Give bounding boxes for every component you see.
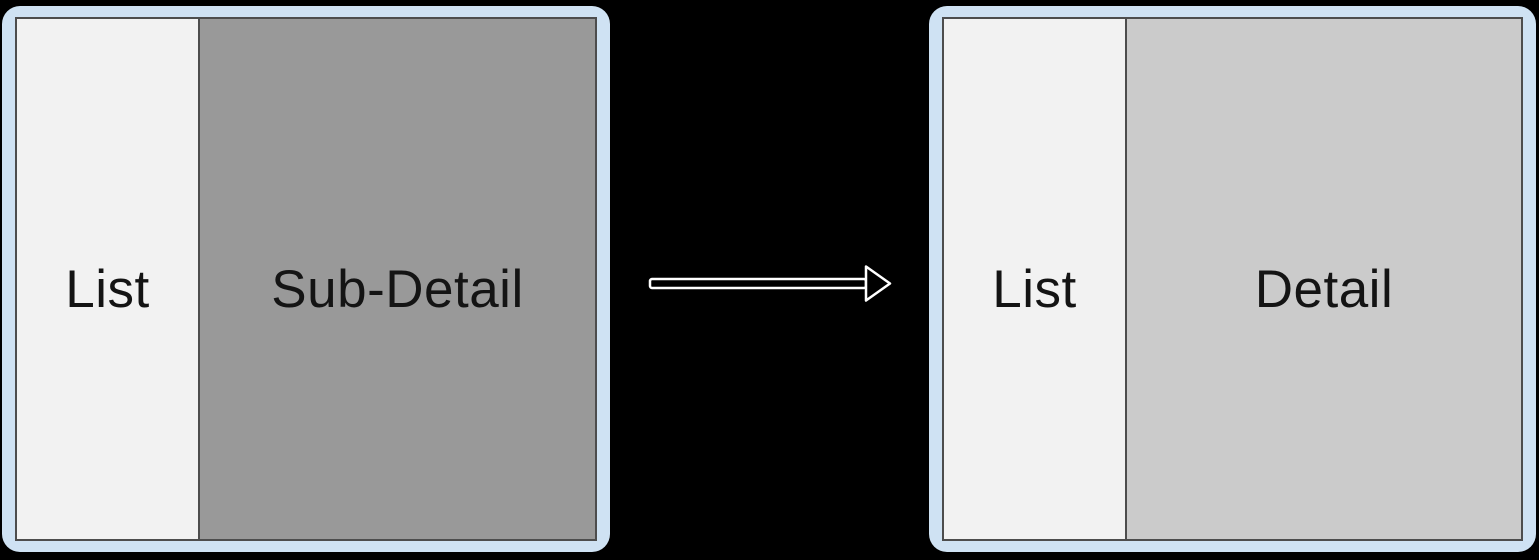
list-pane-before: List xyxy=(17,19,200,539)
screen-before: List Sub-Detail xyxy=(15,17,597,541)
list-pane-label: List xyxy=(992,260,1077,319)
device-frame-after: List Detail xyxy=(929,6,1536,552)
detail-pane: Detail xyxy=(1127,19,1521,539)
list-pane-after: List xyxy=(944,19,1127,539)
device-frame-before: List Sub-Detail xyxy=(2,6,610,552)
sub-detail-pane-label: Sub-Detail xyxy=(271,260,524,319)
sub-detail-pane: Sub-Detail xyxy=(200,19,595,539)
right-arrow-icon xyxy=(648,265,892,302)
detail-pane-label: Detail xyxy=(1254,260,1394,319)
screen-after: List Detail xyxy=(942,17,1523,541)
list-pane-label: List xyxy=(65,260,150,319)
